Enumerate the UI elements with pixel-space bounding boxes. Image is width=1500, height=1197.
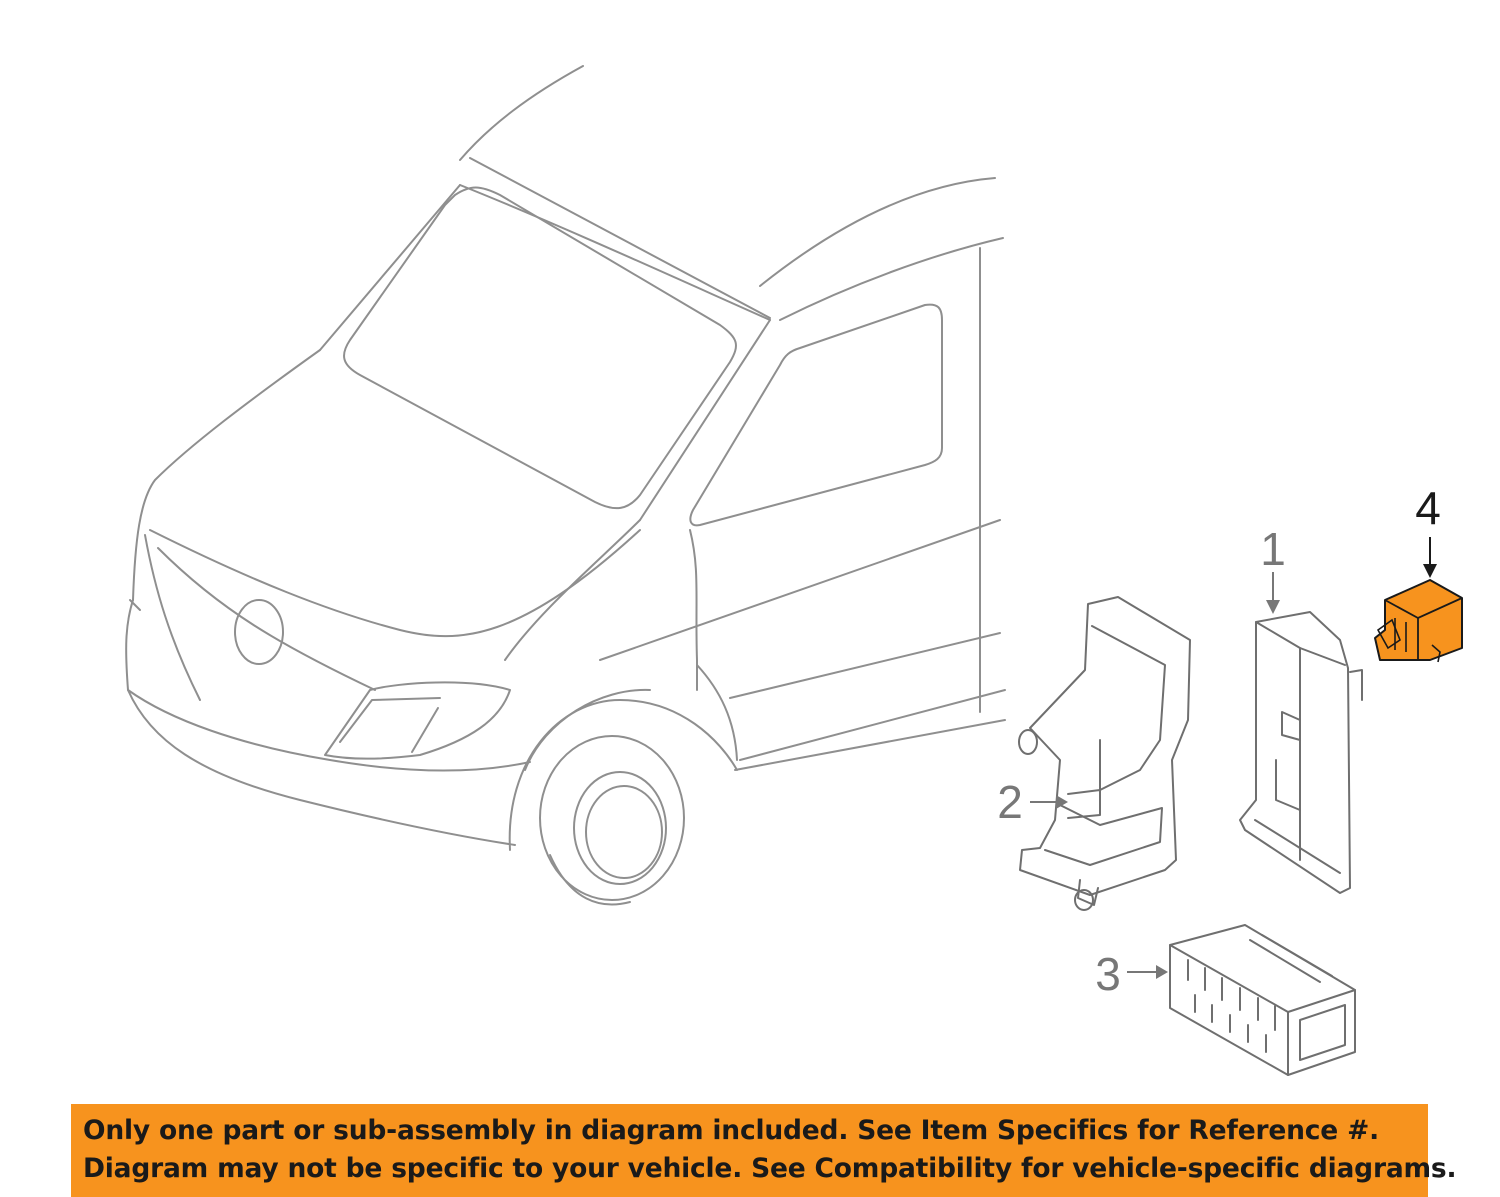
part-2-bracket	[1018, 596, 1191, 911]
part-3-connector	[1169, 924, 1356, 1076]
disclaimer-banner: Only one part or sub-assembly in diagram…	[71, 1104, 1457, 1197]
part-4-relay	[1374, 579, 1463, 663]
parts-diagram: 1 2 3 4	[125, 65, 1463, 1076]
callout-4: 4	[1415, 482, 1441, 534]
callout-2: 2	[997, 776, 1023, 828]
part-1-housing	[1239, 611, 1363, 894]
callout-3: 3	[1095, 948, 1121, 1000]
disclaimer-line-2: Diagram may not be specific to your vehi…	[83, 1153, 1457, 1184]
van-illustration	[125, 65, 1006, 906]
callout-1: 1	[1260, 523, 1286, 575]
callout-arrows	[1030, 537, 1437, 979]
disclaimer-line-1: Only one part or sub-assembly in diagram…	[83, 1115, 1379, 1146]
